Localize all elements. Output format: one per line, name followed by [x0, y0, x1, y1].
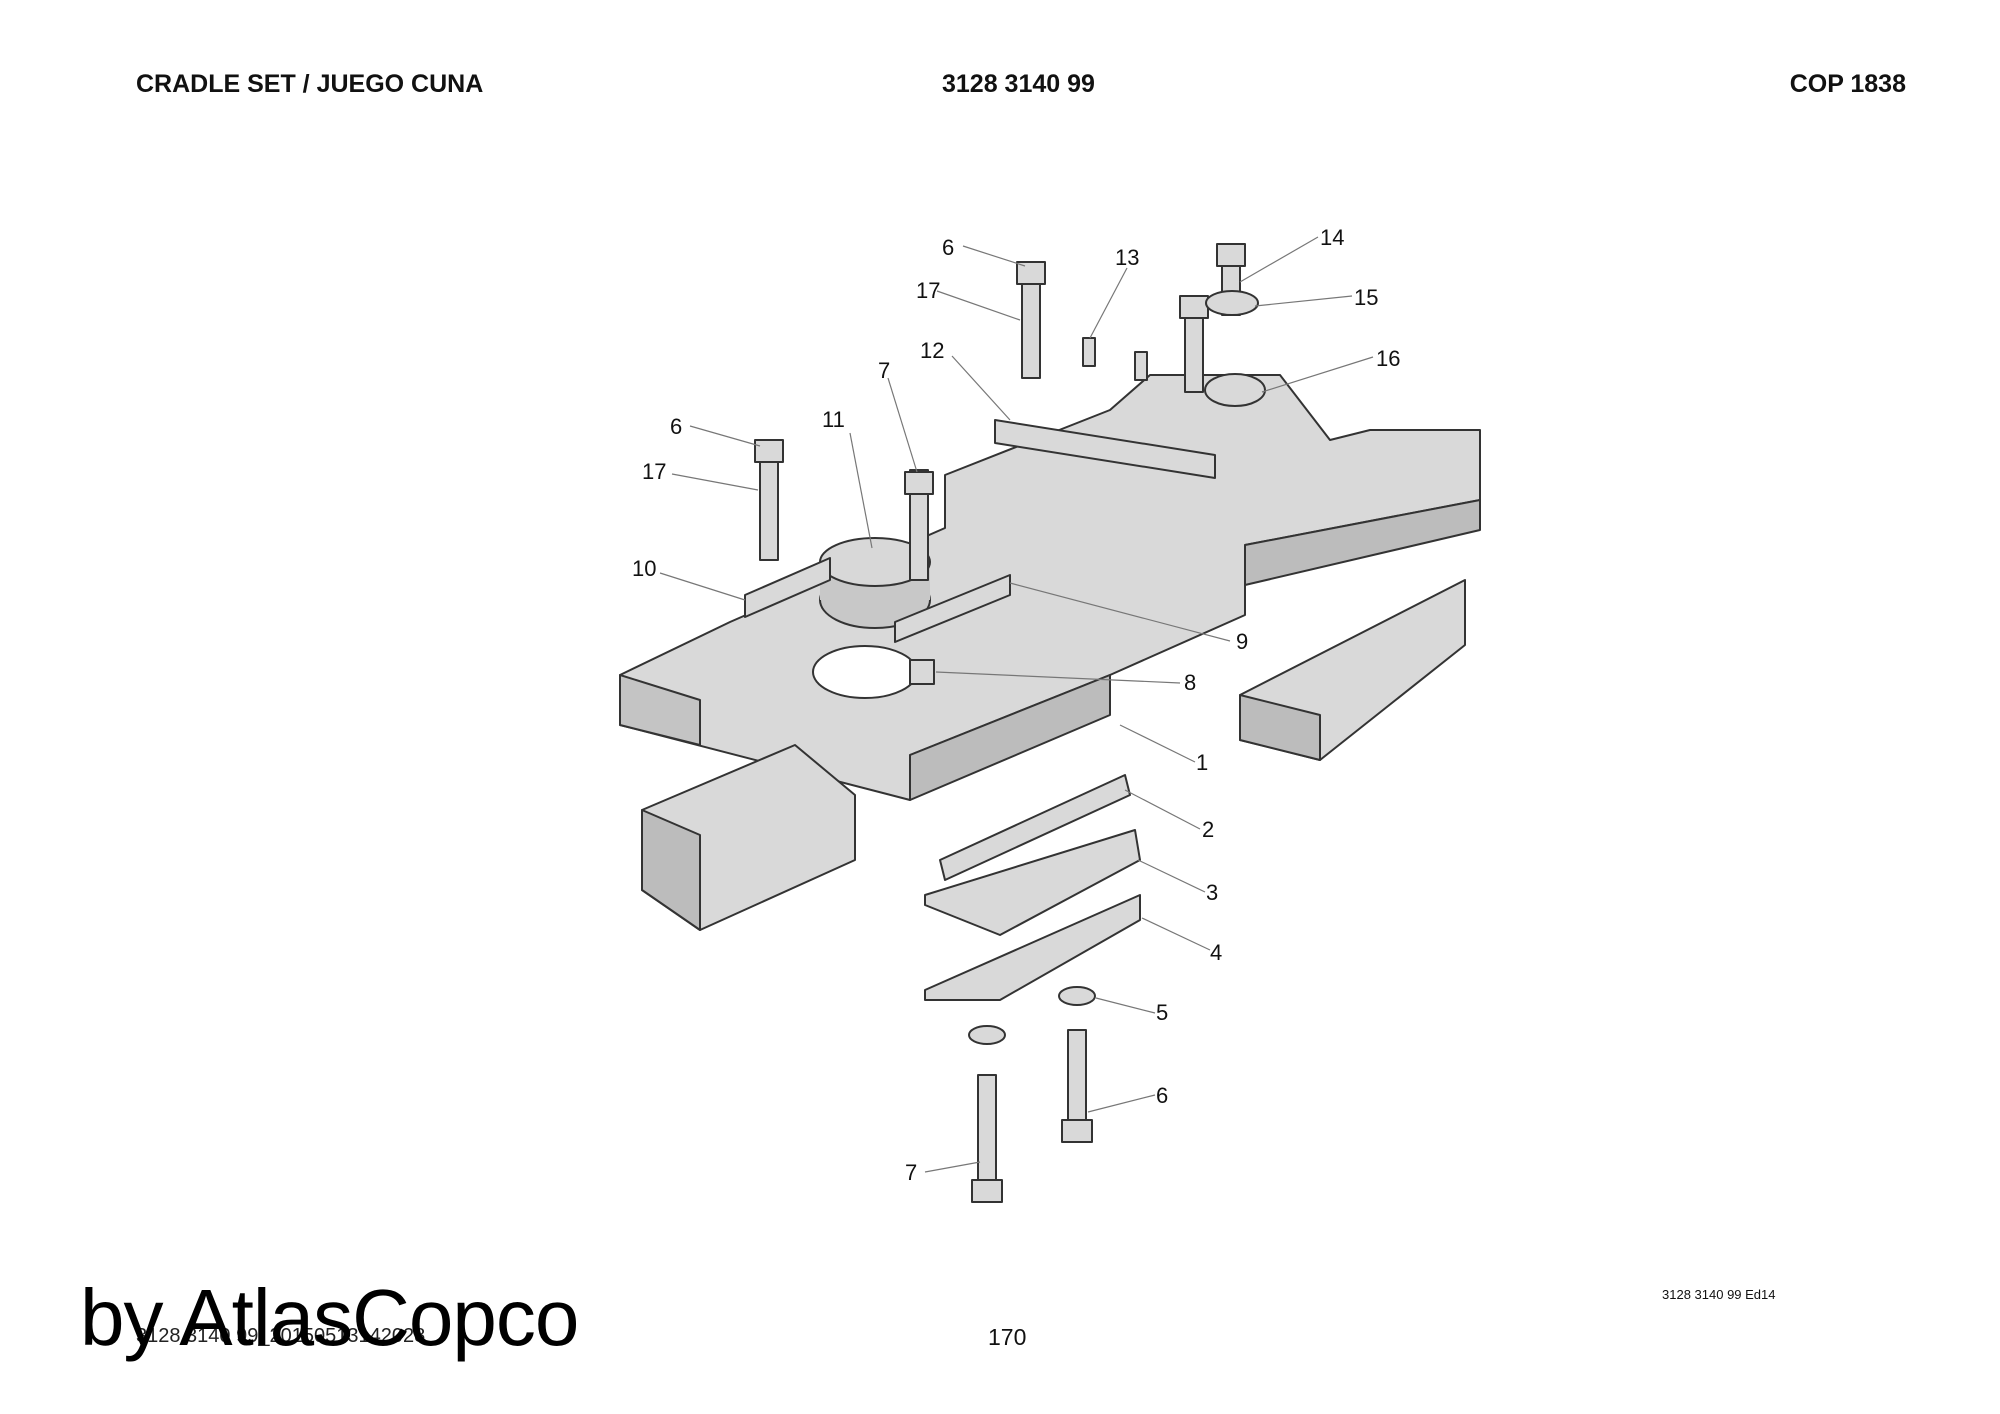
callout-14: 14: [1320, 225, 1344, 250]
washer-5a: [1058, 986, 1096, 1006]
screw-13: [1082, 337, 1096, 367]
part-number: 3128 3140 99: [942, 70, 1095, 98]
bracket-9: [894, 574, 1011, 643]
bushing-8: [909, 659, 935, 685]
callout-17-left: 17: [642, 459, 666, 484]
cradle-plate-front: [619, 674, 701, 746]
callout-6-left: 6: [670, 414, 682, 439]
bolt-6-top-left: [759, 449, 779, 561]
callout-7-bottom: 7: [905, 1160, 917, 1185]
callout-6-bottom: 6: [1156, 1083, 1168, 1108]
bracket-10: [744, 557, 831, 618]
callout-9: 9: [1236, 629, 1248, 654]
document-id: 3128 3140 99_20150513142028: [136, 1325, 426, 1347]
callout-8: 8: [1184, 670, 1196, 695]
callout-15: 15: [1354, 285, 1378, 310]
model-name: COP 1838: [1789, 70, 1906, 98]
callout-1: 1: [1196, 750, 1208, 775]
callout-16: 16: [1376, 346, 1400, 371]
bracket-12: [994, 419, 1216, 479]
edition-label: 3128 3140 99 Ed14: [1662, 1287, 1776, 1302]
part-3: [924, 829, 1141, 936]
callout-7-top: 7: [878, 358, 890, 383]
bolt-7-top: [909, 469, 929, 581]
callout-4: 4: [1210, 940, 1222, 965]
part-4: [924, 894, 1141, 1001]
document-title: CRADLE SET / JUEGO CUNA: [136, 70, 484, 98]
callout-10: 10: [632, 556, 656, 581]
washer-5b: [968, 1025, 1006, 1045]
callout-17-top: 17: [916, 278, 940, 303]
callout-12: 12: [920, 338, 944, 363]
spacer-16: [1204, 373, 1266, 407]
bolt-6-bottom: [1067, 1029, 1087, 1121]
cradle-plate-right-tip: [909, 674, 1111, 801]
page-number: 170: [988, 1324, 1027, 1350]
callout-5: 5: [1156, 1000, 1168, 1025]
washer-15: [1205, 290, 1259, 316]
cradle-plate-side: [1244, 499, 1481, 586]
watermark: by AtlasCopco: [80, 1273, 579, 1362]
callout-6-top: 6: [942, 235, 954, 260]
callout-3: 3: [1206, 880, 1218, 905]
bolt-7-bottom: [977, 1074, 997, 1181]
plate-bore: [812, 645, 918, 699]
callout-2: 2: [1202, 817, 1214, 842]
part-2: [939, 774, 1131, 881]
callout-13: 13: [1115, 245, 1139, 270]
callout-11: 11: [822, 407, 845, 432]
